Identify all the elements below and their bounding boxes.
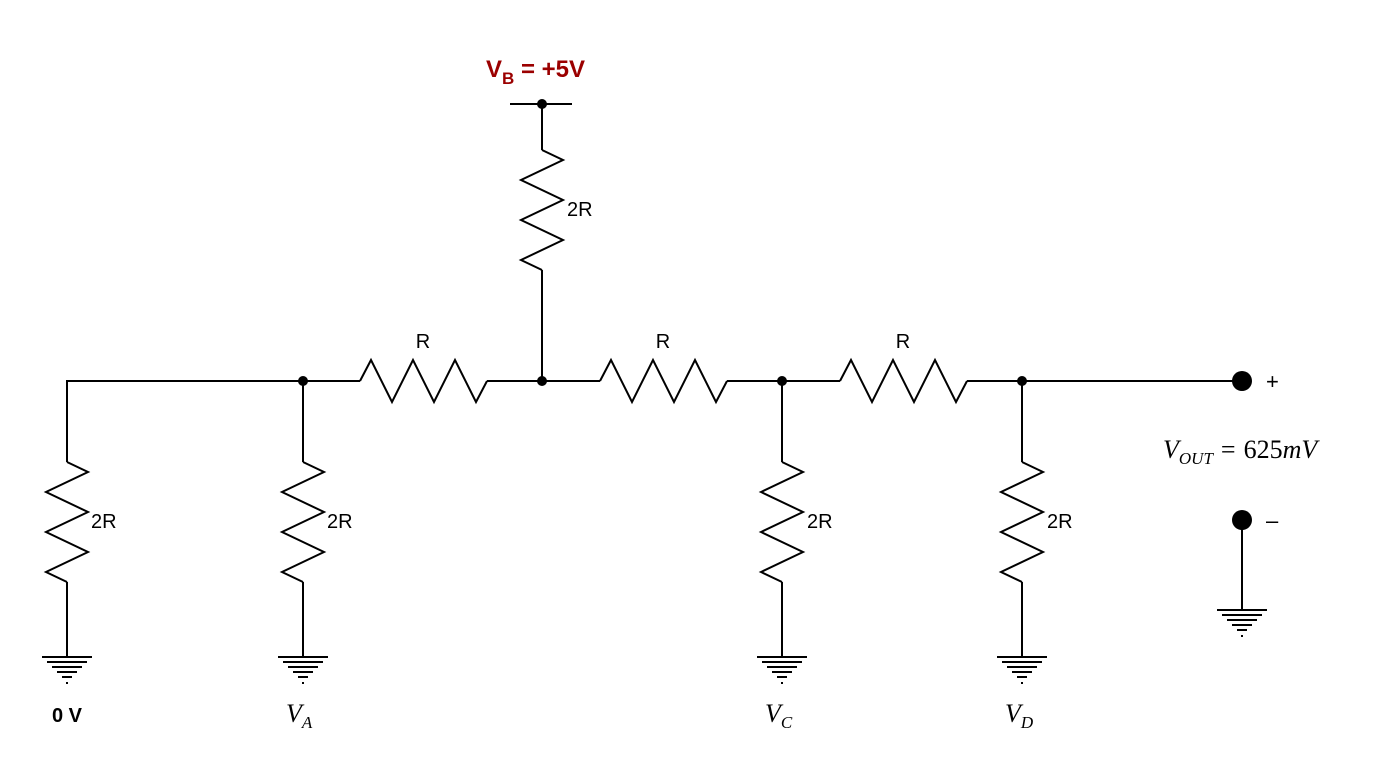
ground-icon bbox=[997, 656, 1047, 684]
resistor-top bbox=[518, 149, 566, 271]
resistor-series-2 bbox=[599, 357, 728, 405]
ground-icon bbox=[42, 656, 92, 684]
resistor-shunt-a bbox=[279, 461, 327, 583]
supply-label: VB = +5V bbox=[486, 56, 585, 88]
resistor-shunt-c bbox=[758, 461, 806, 583]
resistor-series-1 bbox=[359, 357, 488, 405]
output-voltage-label: VOUT=625mV bbox=[1163, 435, 1320, 468]
resistor-top-label: 2R bbox=[567, 199, 593, 221]
output-minus-sign: – bbox=[1266, 508, 1279, 533]
resistor-shunt-d-label: 2R bbox=[1047, 511, 1073, 533]
ground-icon bbox=[1217, 609, 1267, 637]
resistor-series-3 bbox=[839, 357, 968, 405]
resistor-shunt-d bbox=[998, 461, 1046, 583]
input-label-ground: 0 V bbox=[52, 705, 83, 727]
output-plus-sign: + bbox=[1266, 369, 1279, 394]
resistor-shunt-far-left-label: 2R bbox=[91, 511, 117, 533]
input-label-c: VC bbox=[765, 699, 793, 732]
resistor-series-2-label: R bbox=[656, 331, 670, 353]
input-label-d: VD bbox=[1005, 699, 1034, 732]
supply-value: = +5V bbox=[514, 56, 585, 83]
ground-icon bbox=[278, 656, 328, 684]
ground-icon bbox=[757, 656, 807, 684]
resistor-shunt-c-label: 2R bbox=[807, 511, 833, 533]
left-top-wire bbox=[66, 380, 360, 462]
supply-terminal bbox=[510, 99, 572, 150]
resistor-series-3-label: R bbox=[896, 331, 910, 353]
input-label-a: VA bbox=[286, 699, 313, 732]
resistor-shunt-far-left bbox=[43, 461, 91, 583]
supply-subscript: B bbox=[502, 69, 514, 88]
junction-b bbox=[537, 376, 547, 386]
supply-symbol: V bbox=[486, 56, 502, 83]
resistor-series-1-label: R bbox=[416, 331, 430, 353]
output-terminal-plus[interactable] bbox=[1232, 371, 1252, 391]
resistor-shunt-a-label: 2R bbox=[327, 511, 353, 533]
